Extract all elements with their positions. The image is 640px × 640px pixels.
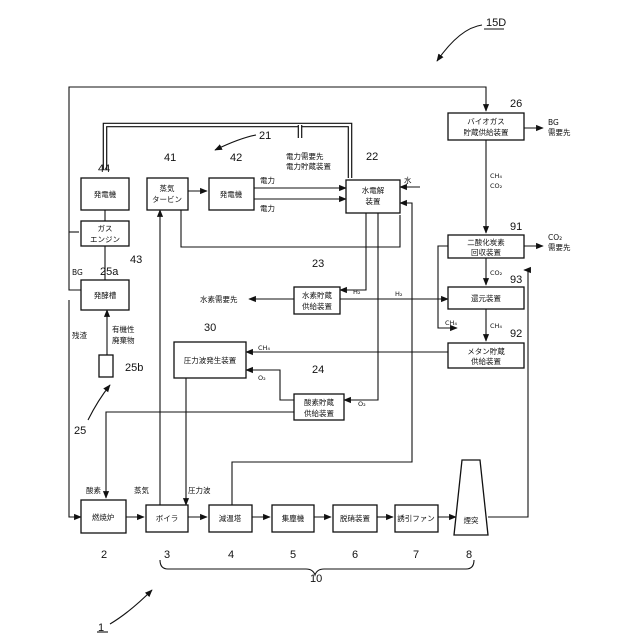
- o2-label-b: O₂: [358, 400, 366, 408]
- organic-waste-line2: 廃棄物: [112, 335, 135, 345]
- ref-25b: 25b: [125, 362, 143, 374]
- power-label-2: 電力: [260, 203, 275, 213]
- ref-42: 42: [230, 152, 242, 164]
- water-label: 水: [404, 175, 412, 185]
- figure-label: 15D: [486, 17, 506, 29]
- ch4-label-a: CH₄: [445, 319, 457, 327]
- h2-label-a: H₂: [353, 288, 361, 296]
- ref-24: 24: [312, 364, 324, 376]
- bg-destination-line2: 需要先: [548, 127, 571, 137]
- ref-5: 5: [290, 549, 296, 561]
- fermenter-label: 発酵槽: [94, 290, 117, 300]
- power-demand-line2: 電力貯蔵装置: [286, 161, 331, 171]
- ref-23: 23: [312, 258, 324, 270]
- ch4-co2-line2: CO₂: [490, 182, 503, 190]
- gas-engine-line1: ガス: [98, 223, 113, 233]
- methane-storage-line1: メタン貯蔵: [467, 346, 505, 356]
- boiler-label: ボイラ: [156, 514, 179, 523]
- ref-25: 25: [74, 425, 86, 437]
- gas-engine-line2: エンジン: [90, 235, 120, 244]
- h2-label-b: H₂: [395, 290, 403, 298]
- ref-2: 2: [101, 549, 107, 561]
- o2-label-a: O₂: [258, 374, 266, 382]
- oxygen-storage-line2: 供給装置: [304, 408, 334, 418]
- cooling-tower-label: 減温塔: [219, 513, 242, 523]
- ref-10: 10: [310, 573, 322, 585]
- co2-destination-line2: 需要先: [548, 242, 571, 252]
- ref-92: 92: [510, 328, 522, 340]
- ref-6: 6: [352, 549, 358, 561]
- ref-30: 30: [204, 322, 216, 334]
- generator-label: 発電機: [220, 189, 243, 199]
- ref-41: 41: [164, 152, 176, 164]
- power-demand-line1: 電力需要先: [286, 151, 324, 161]
- generator2-label: 発電機: [94, 189, 117, 199]
- induced-fan-label: 誘引ファン: [397, 513, 435, 523]
- bg-destination-line1: BG: [548, 118, 559, 127]
- ch4-label-b: CH₄: [490, 322, 502, 330]
- ref-43: 43: [130, 254, 142, 266]
- bg-label: BG: [72, 268, 83, 277]
- co2-recovery-line1: 二酸化炭素: [467, 237, 505, 247]
- ref-91: 91: [510, 221, 522, 233]
- electrolysis-line1: 水電解: [362, 185, 385, 195]
- methane-storage-line2: 供給装置: [471, 356, 501, 366]
- ref-8: 8: [466, 549, 472, 561]
- combustion-furnace-label: 燃焼炉: [92, 512, 115, 522]
- co2-recovery-line2: 回収装置: [471, 247, 501, 257]
- hydrogen-storage-line2: 供給装置: [302, 301, 332, 311]
- ref-44: 44: [98, 163, 110, 175]
- power-label-1: 電力: [260, 175, 275, 185]
- ch4-co2-line1: CH₄: [490, 172, 502, 180]
- ref-26: 26: [510, 98, 522, 110]
- ch4-label-c: CH₄: [258, 344, 270, 352]
- ref-22: 22: [366, 151, 378, 163]
- pressure-wave-label: 圧力波発生装置: [184, 355, 237, 365]
- residue-label: 残渣: [72, 330, 87, 340]
- ref-7: 7: [413, 549, 419, 561]
- ref-3: 3: [164, 549, 170, 561]
- organic-waste-line1: 有機性: [112, 324, 135, 334]
- ref-25a: 25a: [100, 266, 119, 278]
- ref-21: 21: [259, 130, 271, 142]
- organic-waste-box: [99, 355, 113, 377]
- steam-label: 蒸気: [134, 485, 149, 495]
- steam-turbine-box: [147, 178, 188, 210]
- denitration-label: 脱硝装置: [340, 513, 370, 523]
- electrolysis-line2: 装置: [366, 196, 381, 206]
- oxygen-storage-line1: 酸素貯蔵: [304, 397, 334, 407]
- biogas-storage-line1: バイオガス: [467, 116, 505, 126]
- co2-label-b: CO₂: [490, 269, 503, 277]
- chimney-label: 煙突: [464, 515, 479, 525]
- pressure-wave-flow-label: 圧力波: [188, 485, 211, 495]
- hydrogen-storage-line1: 水素貯蔵: [302, 290, 332, 300]
- ref-93: 93: [510, 274, 522, 286]
- hydrogen-demand-label: 水素需要先: [200, 294, 238, 304]
- steam-turbine-line1: 蒸気: [160, 183, 175, 193]
- dust-collector-label: 集塵機: [282, 513, 305, 523]
- reduction-label: 還元装置: [471, 293, 501, 303]
- oxygen-label: 酸素: [86, 485, 101, 495]
- biogas-storage-line2: 貯蔵供給装置: [464, 127, 509, 137]
- ref-4: 4: [228, 549, 234, 561]
- steam-turbine-line2: タービン: [152, 195, 182, 204]
- co2-destination-line1: CO₂: [548, 233, 562, 242]
